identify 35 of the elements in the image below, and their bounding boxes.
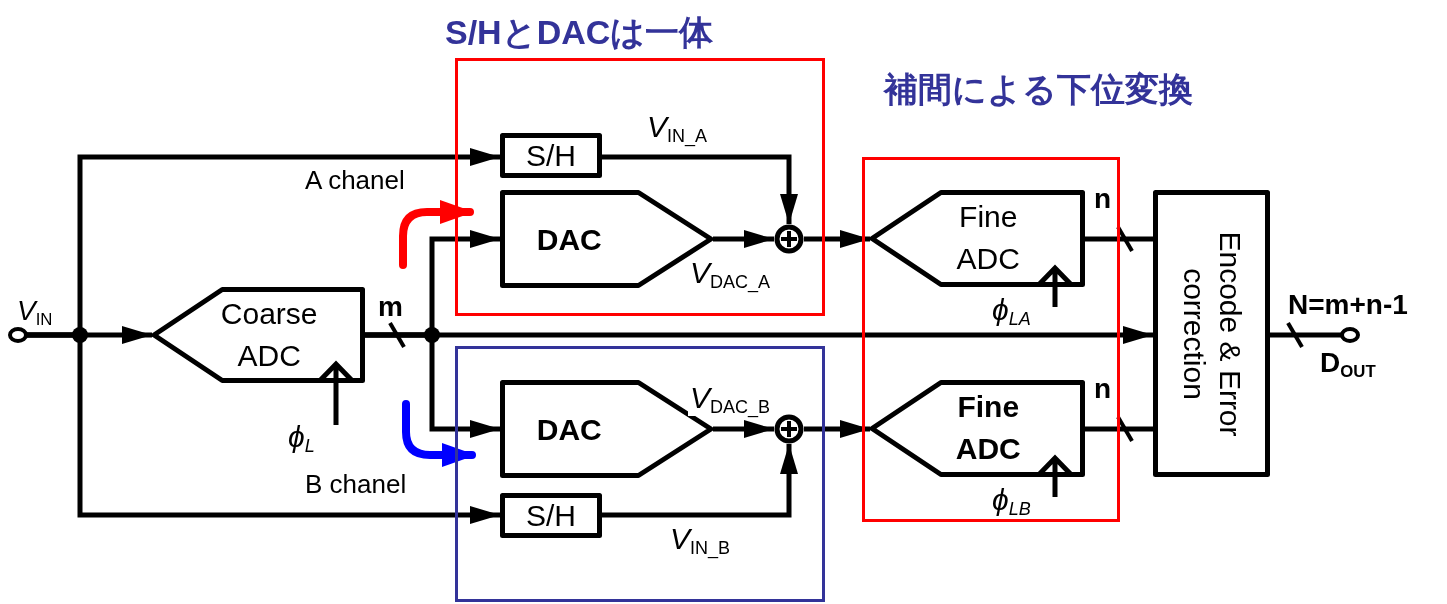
terminal-label: V$_{IN}$ — [17, 296, 53, 330]
terminal-label: D$_{OUT}$ — [1320, 348, 1376, 382]
connector-arrow — [26, 332, 500, 524]
encoder-block — [1153, 190, 1270, 477]
bus-width-label: N=m+n-1 — [1288, 290, 1408, 321]
connector-arrow — [602, 154, 798, 224]
bus-width-label: m — [378, 292, 403, 323]
block-label: Coarse ADC — [219, 296, 319, 374]
summing-junction — [774, 414, 804, 444]
sample-hold-block — [500, 133, 602, 178]
connector-arrow — [365, 326, 1153, 344]
bus-width-label: n — [1094, 374, 1112, 405]
dac-block — [500, 380, 713, 478]
channel-label: A chanel — [305, 166, 405, 195]
connector-arrow — [804, 230, 870, 248]
dac-block — [500, 190, 713, 288]
annotation-heading: 補間による下位変換 — [884, 69, 1193, 110]
sample-hold-block — [500, 493, 602, 538]
block-label: Encode & Error correction — [1176, 229, 1248, 439]
summing-junction — [774, 224, 804, 254]
bus-width-label: n — [1094, 184, 1112, 215]
clock-label: ϕ$_{L}$ — [288, 422, 315, 456]
clock-label: ϕ$_{LB}$ — [992, 485, 1031, 519]
clock-label: ϕ$_{LA}$ — [992, 295, 1031, 329]
block-label: S/H — [525, 499, 577, 532]
block-label: DAC — [535, 413, 603, 446]
block-label: DAC — [535, 223, 603, 256]
block-label: S/H — [525, 139, 577, 172]
channel-label: B chanel — [305, 470, 407, 499]
group-frame — [455, 346, 825, 602]
connector-arrow — [713, 420, 774, 438]
connector-arrow — [602, 444, 798, 518]
annotation-heading: S/HとDACは一体 — [445, 12, 714, 53]
connector-arrow — [713, 230, 774, 248]
connector-arrow — [804, 420, 870, 438]
